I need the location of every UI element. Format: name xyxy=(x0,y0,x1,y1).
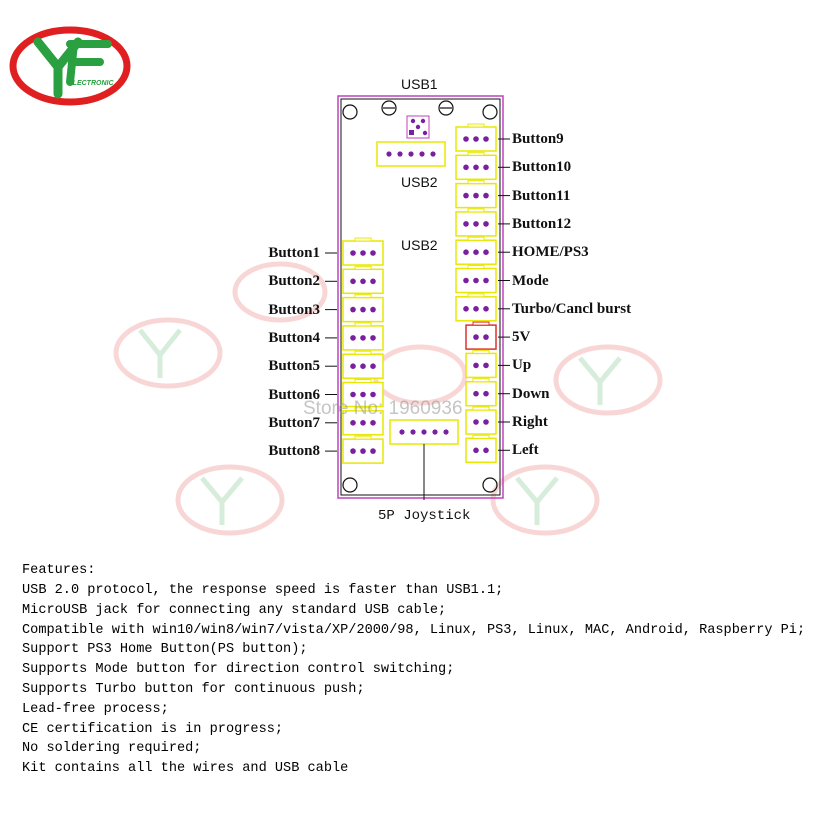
feature-line: Support PS3 Home Button(PS button); xyxy=(22,642,308,658)
right-label-9: Up xyxy=(512,357,532,374)
right-label-5: HOME/PS3 xyxy=(512,244,589,261)
features-title: Features: xyxy=(22,563,96,578)
usb2-label-top: USB2 xyxy=(401,174,438,190)
mounting-holes xyxy=(342,104,498,493)
feature-line: Supports Mode button for direction contr… xyxy=(22,662,455,678)
feature-line: Lead-free process; xyxy=(22,701,169,717)
right-label-4: Button12 xyxy=(512,215,572,232)
right-label-10: Down xyxy=(512,385,550,402)
left-label-4: Button4 xyxy=(268,329,320,346)
right-label-11: Right xyxy=(512,414,548,430)
logo-text: ELECTRONIC xyxy=(68,80,114,87)
brand-logo: ELECTRONIC xyxy=(8,22,133,107)
left-label-3: Button3 xyxy=(268,301,320,318)
right-connector-10 xyxy=(465,380,497,407)
usb1-label: USB1 xyxy=(401,76,438,92)
right-button-connectors xyxy=(455,123,510,464)
store-watermark: Store No: 1960936 xyxy=(303,398,463,419)
joystick-label: 5P Joystick xyxy=(378,508,471,524)
left-label-2: Button2 xyxy=(268,273,320,290)
left-label-6: Button6 xyxy=(268,386,320,403)
feature-line: MicroUSB jack for connecting any standar… xyxy=(22,602,447,618)
right-label-1: Button9 xyxy=(512,131,564,147)
left-label-1: Button1 xyxy=(268,245,320,261)
feature-line: CE certification is in progress; xyxy=(22,721,284,737)
right-connector-8 xyxy=(465,324,497,350)
left-label-8: Button8 xyxy=(268,443,320,460)
feature-line: Kit contains all the wires and USB cable xyxy=(22,761,349,777)
right-connector-9 xyxy=(465,352,497,379)
feature-line: No soldering required; xyxy=(22,741,202,757)
left-button-connectors xyxy=(325,237,384,464)
right-label-3: Button11 xyxy=(512,187,571,204)
right-connector-12 xyxy=(465,437,497,464)
usb2-label-mid: USB2 xyxy=(401,237,438,253)
right-connector-11 xyxy=(465,409,497,435)
usb1-connector xyxy=(381,100,454,139)
right-label-2: Button10 xyxy=(512,159,572,176)
right-label-12: Left xyxy=(512,442,539,459)
watermark-logos xyxy=(113,261,663,536)
right-label-7: Turbo/Cancl burst xyxy=(512,300,632,317)
feature-line: Compatible with win10/win8/win7/vista/XP… xyxy=(22,622,806,638)
feature-line: Supports Turbo button for continuous pus… xyxy=(22,682,365,697)
right-label-6: Mode xyxy=(512,272,549,289)
left-label-5: Button5 xyxy=(268,358,320,375)
feature-line: USB 2.0 protocol, the response speed is … xyxy=(22,583,504,598)
pcb-board-diagram xyxy=(325,95,510,500)
left-label-7: Button7 xyxy=(268,414,320,431)
board-outline xyxy=(337,95,504,499)
right-label-8: 5V xyxy=(512,329,531,346)
